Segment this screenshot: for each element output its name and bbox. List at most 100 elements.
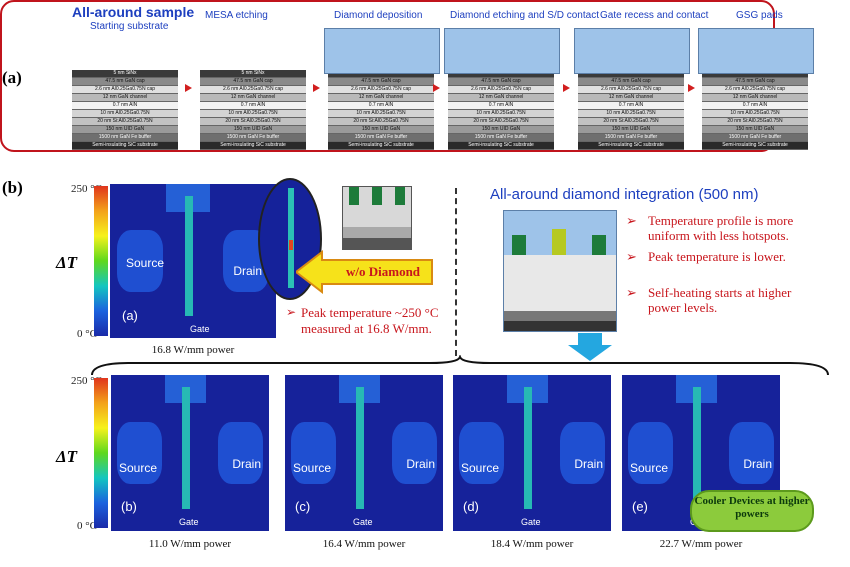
section-divider [455, 188, 457, 356]
peak-note-line2: measured at 16.8 W/mm. [301, 321, 432, 336]
layer: 0.7 nm AlN [72, 102, 178, 110]
thermal-map-main: Source Drain (a) Gate [110, 184, 276, 338]
layer: 12 nm GaN channel [72, 94, 178, 102]
layer: Semi-insulating SiC substrate [72, 142, 178, 150]
flow-arrow-icon [563, 84, 570, 92]
layer: 47.5 nm GaN cap [200, 78, 306, 86]
diamond-layer [324, 28, 440, 74]
layer: 12 nm GaN channel [578, 94, 684, 102]
layer: Semi-insulating SiC substrate [200, 142, 306, 150]
map-tag: (e) [632, 499, 648, 514]
panel-b-label: (b) [2, 178, 23, 197]
layer: 10 nm Al0.25Ga0.75N [578, 110, 684, 118]
map-tag: (d) [463, 499, 479, 514]
benefit-item: ➢ Self-heating starts at higher power lev… [626, 285, 796, 315]
layer: 20 nm Si:Al0.25Ga0.75N [702, 118, 808, 126]
source-label: Source [293, 461, 332, 475]
peak-note: Peak temperature ~250 °C measured at 16.… [286, 305, 439, 337]
bullet-arrow-icon: ➢ [626, 249, 637, 264]
step-title: GSG pads [736, 10, 783, 21]
layer: 150 nm UID GaN [702, 126, 808, 134]
layer: 2.6 nm Al0.25Ga0.75N cap [72, 86, 178, 94]
cooler-label: Cooler Devices at higher powers [694, 495, 810, 520]
delta-t-label: ΔT [56, 447, 78, 466]
layer: 1500 nm GaN Fe buffer [702, 134, 808, 142]
benefit-text: Self-heating starts at higher power leve… [648, 285, 792, 315]
layer: 1500 nm GaN Fe buffer [448, 134, 554, 142]
layer: 20 nm Si:Al0.25Ga0.75N [328, 118, 434, 126]
layer: 12 nm GaN channel [448, 94, 554, 102]
layer: 0.7 nm AlN [702, 102, 808, 110]
step-title: Diamond deposition [334, 10, 423, 21]
integration-title: All-around diamond integration (500 nm) [490, 186, 759, 203]
layer: Semi-insulating SiC substrate [702, 142, 808, 150]
scale-min-label: 0 °C [77, 520, 97, 532]
map-tag: (b) [121, 499, 137, 514]
peak-note-line1: Peak temperature ~250 °C [301, 305, 439, 320]
layer: 2.6 nm Al0.25Ga0.75N cap [702, 86, 808, 94]
layer: Semi-insulating SiC substrate [328, 142, 434, 150]
panel-a-title: All-around sample [72, 4, 195, 20]
layer: 20 nm Si:Al0.25Ga0.75N [578, 118, 684, 126]
map-tag: (a) [122, 308, 138, 323]
source-label: Source [119, 461, 158, 475]
source-label: Source [126, 256, 165, 270]
benefit-text: Temperature profile is more uniform with… [648, 213, 794, 243]
layer: 12 nm GaN channel [200, 94, 306, 102]
layer: 47.5 nm GaN cap [448, 78, 554, 86]
diamond-layer [574, 28, 690, 74]
step-title: Gate recess and contact [600, 10, 709, 21]
gate-label: Gate [353, 517, 373, 527]
layer: 47.5 nm GaN cap [72, 78, 178, 86]
layer: 20 nm Si:Al0.25Ga0.75N [72, 118, 178, 126]
device-schematic-diamond [503, 210, 617, 332]
layer: 1500 nm GaN Fe buffer [72, 134, 178, 142]
flow-arrow-icon [313, 84, 320, 92]
layer: 150 nm UID GaN [72, 126, 178, 134]
layer: 1500 nm GaN Fe buffer [200, 134, 306, 142]
layer: 0.7 nm AlN [448, 102, 554, 110]
gate-label: Gate [521, 517, 541, 527]
layer: 47.5 nm GaN cap [702, 78, 808, 86]
source-label: Source [461, 461, 500, 475]
bullet-arrow-icon: ➢ [626, 285, 637, 300]
scale-min-label: 0 °C [77, 328, 97, 340]
layer: 0.7 nm AlN [200, 102, 306, 110]
step-title: MESA etching [205, 10, 268, 21]
wo-diamond-label: w/o Diamond [346, 264, 421, 279]
device-schematic-small [342, 186, 412, 250]
map-tag: (c) [295, 499, 311, 514]
layer: 10 nm Al0.25Ga0.75N [72, 110, 178, 118]
layer: 2.6 nm Al0.25Ga0.75N cap [200, 86, 306, 94]
bullet-arrow-icon: ➢ [626, 213, 637, 228]
layer: 0.7 nm AlN [578, 102, 684, 110]
delta-t-label: ΔT [56, 253, 78, 272]
layer: 1500 nm GaN Fe buffer [578, 134, 684, 142]
gate-label: Gate [190, 324, 210, 334]
source-label: Source [630, 461, 669, 475]
cooler-badge [690, 490, 814, 532]
benefit-item: ➢Peak temperature is lower. [626, 249, 796, 264]
flow-arrow-icon [433, 84, 440, 92]
map-caption: 18.4 W/mm power [490, 538, 574, 550]
map-caption: 16.4 W/mm power [322, 538, 406, 550]
layer: 20 nm Si:Al0.25Ga0.75N [200, 118, 306, 126]
layer: 20 nm Si:Al0.25Ga0.75N [448, 118, 554, 126]
layer: 150 nm UID GaN [578, 126, 684, 134]
map-caption: 22.7 W/mm power [659, 538, 743, 550]
map-caption: 16.8 W/mm power [151, 344, 235, 356]
layer: 47.5 nm GaN cap [328, 78, 434, 86]
drain-label: Drain [233, 264, 262, 278]
layer: 0.7 nm AlN [328, 102, 434, 110]
layer: 2.6 nm Al0.25Ga0.75N cap [328, 86, 434, 94]
step-title: Diamond etching and S/D contact [450, 10, 599, 21]
temperature-colorbar [94, 186, 108, 336]
